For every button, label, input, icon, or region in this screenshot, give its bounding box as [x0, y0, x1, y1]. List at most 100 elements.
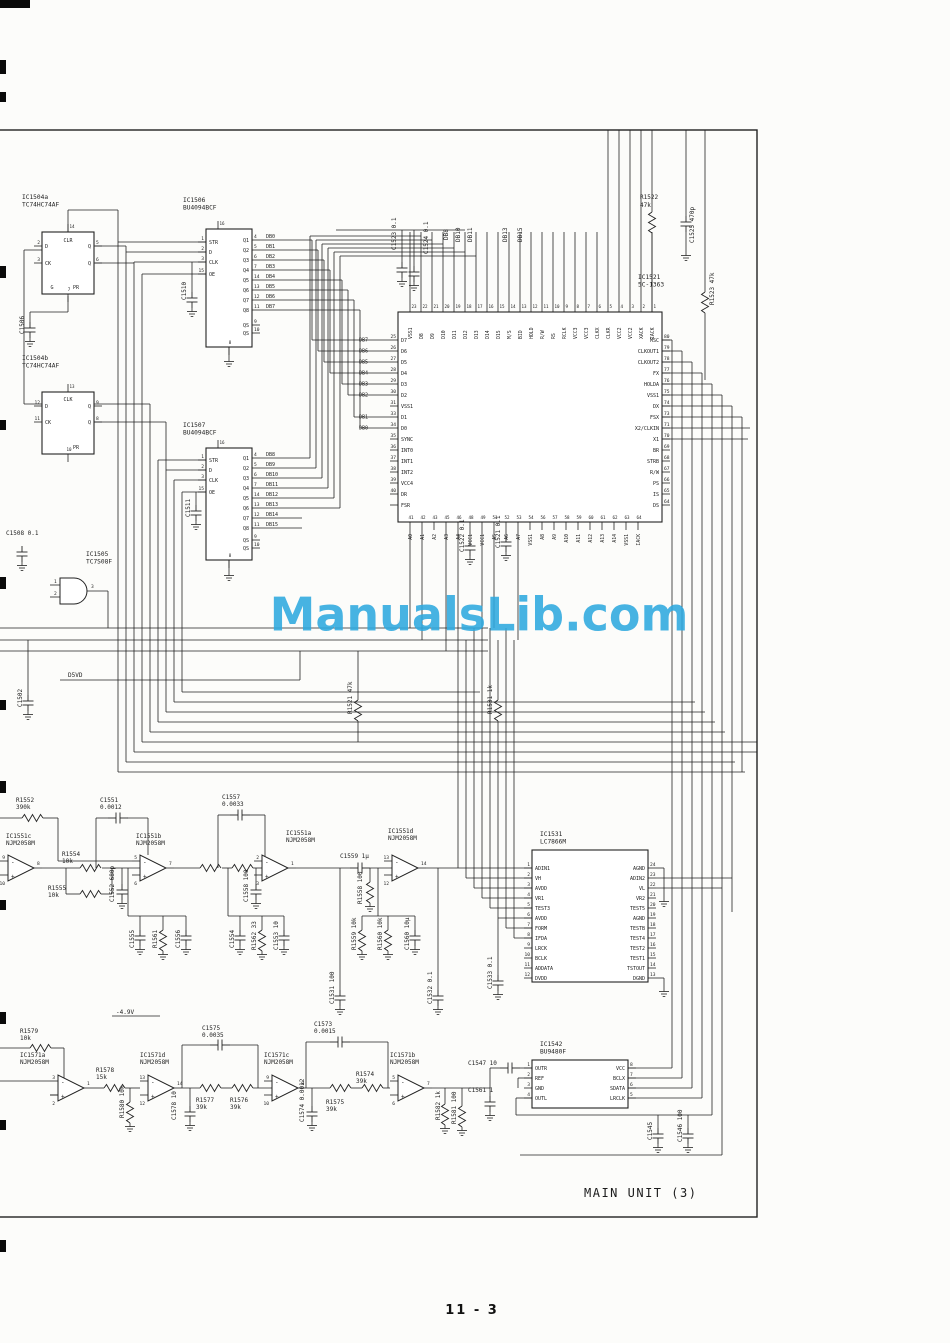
pin-label: SYNC — [401, 437, 413, 443]
label: R1554 — [62, 851, 80, 858]
pin-label: INT1 — [401, 459, 413, 465]
pin-number: 1 — [527, 862, 530, 868]
pin-number: 46 — [456, 515, 462, 520]
part-label: BU4094BCF — [183, 430, 217, 437]
pin-label: FORM — [535, 926, 547, 932]
ref-label: IC1521 — [638, 274, 661, 281]
pin-number: 9 — [266, 1075, 269, 1081]
pin-number: 21 — [434, 304, 440, 309]
pin-label: VR2 — [636, 896, 645, 902]
label: C1552 680p — [109, 865, 116, 902]
pin-number: 23 — [412, 304, 418, 309]
pin-label: Q8 — [243, 308, 249, 314]
pin-number: 8 — [96, 416, 99, 422]
ref-label: IC1571c — [264, 1052, 290, 1059]
pin-number: 40 — [390, 488, 396, 494]
pin-label: A11 — [576, 534, 582, 543]
pin-number: 7 — [254, 264, 257, 270]
pin-number: 6 — [630, 1082, 633, 1088]
page-number: 11 - 3 — [445, 1303, 499, 1318]
plus-sign: + — [395, 874, 399, 881]
ref-label: IC1531 — [540, 831, 563, 838]
pin-label: REF — [535, 1076, 544, 1082]
pin-label: PR — [73, 445, 80, 451]
pin-label: A9 — [552, 534, 558, 540]
label: C1556 — [175, 930, 182, 948]
pin-label: HOLD — [529, 327, 535, 339]
pin-label: SDATA — [610, 1086, 625, 1092]
label: DB13 — [502, 227, 509, 242]
pin-number: 3 — [201, 474, 204, 480]
pin-label: CLKX — [595, 327, 601, 339]
ref-label: IC1551a — [286, 830, 312, 837]
label: R1562 33 — [251, 921, 258, 950]
pin-number: 13 — [139, 1075, 145, 1081]
part-label: NJM2058M — [136, 840, 165, 847]
label: C1532 0.1 — [427, 971, 434, 1004]
pin-number: 5 — [610, 304, 613, 309]
pin-label: D — [45, 244, 48, 250]
label: R1531 1k — [487, 685, 494, 714]
pin-number: 71 — [664, 422, 670, 428]
pin-number: 3 — [527, 1082, 530, 1088]
pin-number: 30 — [390, 389, 396, 395]
pin-label: AGND — [633, 866, 645, 872]
pin-number: 17 — [478, 304, 484, 309]
ref-label: IC1504b — [22, 355, 48, 362]
pin-label: LRCLK — [610, 1096, 625, 1102]
label: DB15 — [517, 227, 524, 242]
pin-label: QS — [243, 323, 249, 329]
label: C1545 — [647, 1122, 654, 1140]
pin-number: 23 — [650, 872, 656, 878]
pin-label: GND — [535, 1086, 544, 1092]
pin-label: LRCK — [535, 946, 547, 952]
pin-number: 5 — [134, 855, 137, 861]
pin-number: 52 — [504, 515, 510, 520]
pin-number: 38 — [390, 466, 396, 472]
pin-label: VSS1 — [624, 534, 630, 546]
pin-number: 37 — [390, 455, 396, 461]
label: 10k — [20, 1035, 31, 1042]
pin-label: CK — [45, 420, 51, 426]
label: R1559 10k — [351, 917, 358, 950]
opamp-IC1571a — [57, 1074, 86, 1102]
net-label: DB8 — [266, 452, 275, 458]
pin-number: 15 — [198, 268, 204, 274]
part-label: NJM2058M — [388, 835, 417, 842]
part-label: NJM2058M — [264, 1059, 293, 1066]
pin-number: 64 — [636, 515, 642, 520]
pin-number: 73 — [664, 411, 670, 417]
pin-label: QS — [243, 331, 249, 337]
pin-number: 4 — [527, 892, 530, 898]
label: R1523 47k — [709, 272, 716, 305]
resistor-R1575 — [329, 1083, 352, 1093]
label: 10k — [48, 892, 59, 899]
pin-label: Q3 — [243, 258, 249, 264]
pin-number: 1 — [201, 454, 204, 460]
part-label: NJM2058M — [140, 1059, 169, 1066]
pin-label: R/W — [650, 470, 660, 476]
part-label: TC7S08F — [86, 559, 112, 566]
pin-number: 12 — [524, 972, 530, 978]
minus-sign: - — [395, 860, 399, 867]
pin-number: 16 — [489, 304, 495, 309]
pin-number: 6 — [134, 881, 137, 887]
pin-number: 22 — [423, 304, 429, 309]
pin-number: 4 — [254, 452, 257, 458]
pin-label: AGND — [633, 916, 645, 922]
pin-number: 75 — [664, 389, 670, 395]
label: R1558 100 — [357, 871, 364, 904]
resistor-R1580 — [125, 1101, 135, 1124]
resistor-R1561 — [158, 929, 168, 952]
net-label: DB15 — [266, 522, 278, 528]
pin-label: A6 — [504, 534, 510, 540]
ref-label: IC1551c — [6, 833, 32, 840]
pin-number: 12 — [254, 512, 260, 518]
pin-number: 19 — [650, 912, 656, 918]
label: 39k — [356, 1078, 367, 1085]
pin-number: 74 — [664, 400, 670, 406]
pin-label: VCC4 — [401, 481, 413, 487]
minus-sign: - — [265, 860, 269, 867]
label: 0.0035 — [202, 1032, 224, 1039]
